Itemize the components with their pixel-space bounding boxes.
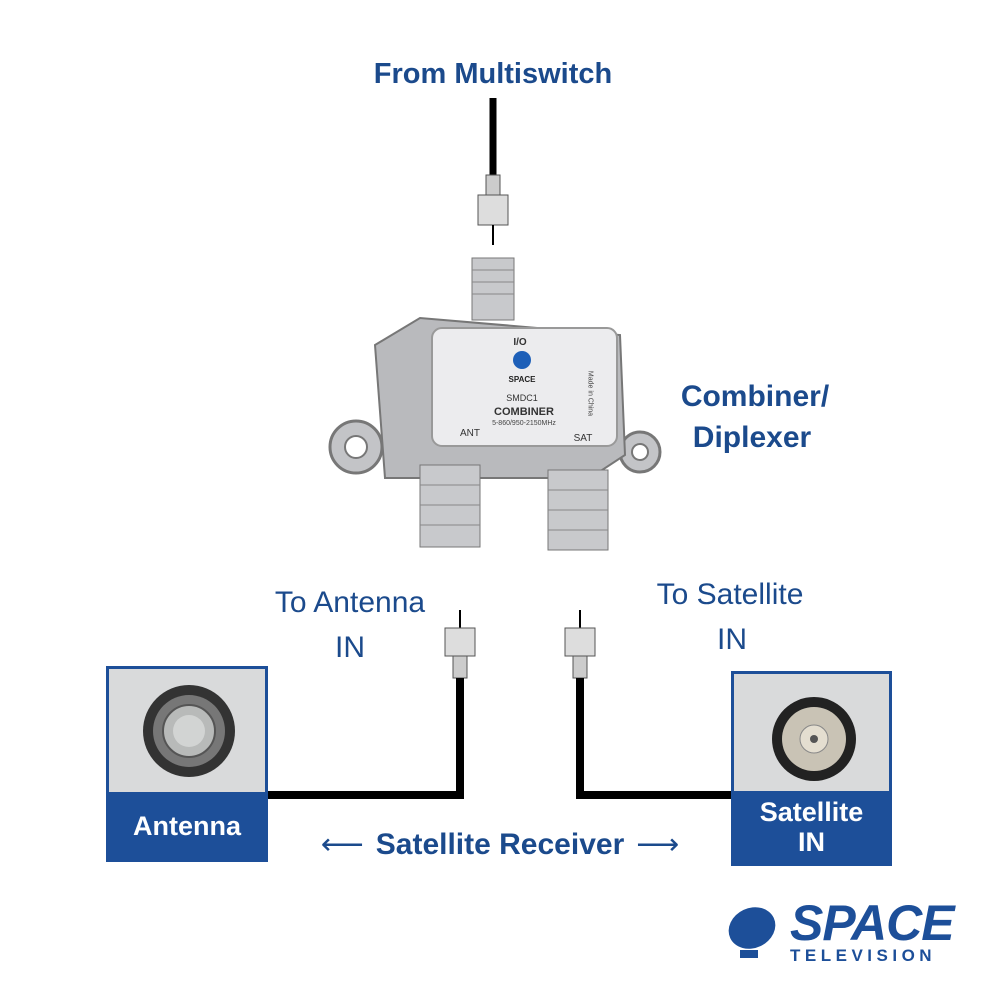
satellite-panel-in-label: IN <box>798 827 825 857</box>
from-multiswitch-label: From Multiswitch <box>373 58 613 90</box>
logo-word-television: TELEVISION <box>790 946 937 965</box>
right-arrow-icon: ⟶ <box>636 828 680 861</box>
satellite-receiver-caption: ⟵ Satellite Receiver ⟶ <box>321 827 680 862</box>
port-ant-label: ANT <box>460 428 480 439</box>
satellite-panel-label: Satellite <box>759 797 864 827</box>
satellite-port-panel: Satellite IN <box>731 671 892 866</box>
antenna-cable <box>268 610 476 799</box>
combiner-label: Combiner/ <box>680 380 830 413</box>
antenna-port-panel: Antenna <box>106 666 268 862</box>
device-logo-icon <box>513 351 531 369</box>
antenna-panel-label: Antenna <box>109 792 265 859</box>
left-arrow-icon: ⟵ <box>320 828 364 861</box>
satellite-port-icon <box>772 697 856 781</box>
satellite-cable <box>564 610 731 799</box>
device-origin: Made in China <box>586 370 594 417</box>
device-name: COMBINER <box>494 406 554 418</box>
space-television-logo-icon <box>728 907 776 958</box>
satellite-receiver-label: Satellite Receiver <box>375 827 625 861</box>
antenna-port-icon <box>143 685 235 777</box>
combiner-device <box>328 257 662 551</box>
logo-word-space: SPACE <box>790 895 955 951</box>
top-f-connector <box>477 174 509 245</box>
port-io-label: I/O <box>513 337 527 348</box>
space-television-logo: SPACE TELEVISION <box>790 895 955 966</box>
device-frequency: 5-860/950-2150MHz <box>492 420 556 427</box>
device-brand: SPACE <box>508 375 536 384</box>
device-model: SMDC1 <box>506 393 538 403</box>
to-antenna-in-label: IN <box>335 631 365 664</box>
to-satellite-label: To Satellite <box>656 578 804 611</box>
to-antenna-label: To Antenna <box>274 586 426 619</box>
diplexer-label: Diplexer <box>692 421 812 454</box>
to-satellite-in-label: IN <box>717 623 747 656</box>
port-sat-label: SAT <box>573 433 593 444</box>
